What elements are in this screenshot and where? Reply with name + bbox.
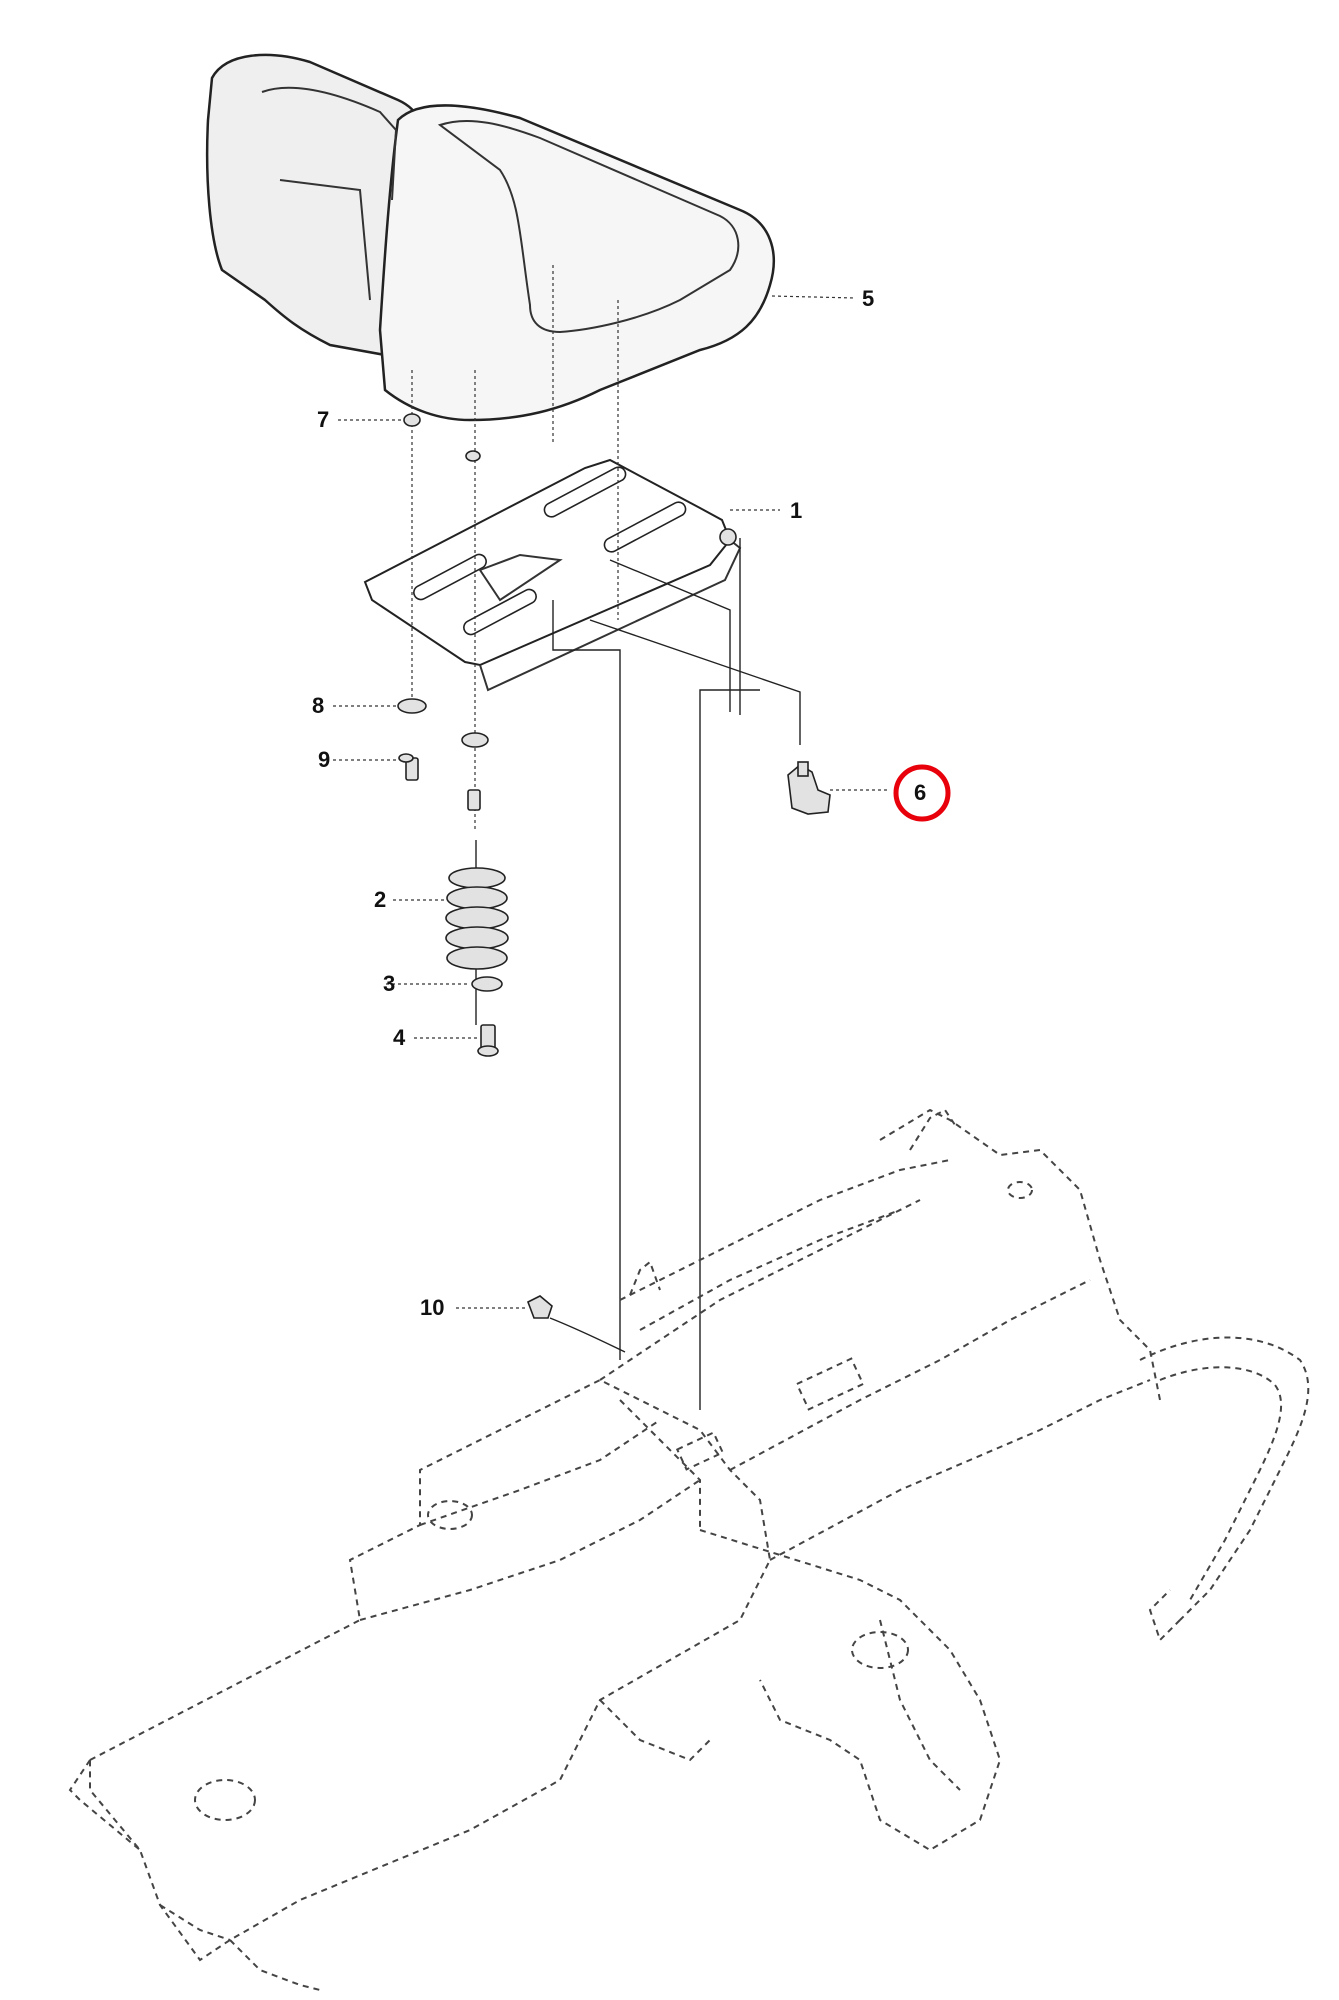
spring-washer xyxy=(471,976,503,992)
seat-plate xyxy=(363,458,742,692)
switch-connector xyxy=(526,1295,626,1353)
spring xyxy=(445,867,509,970)
callout-8: 8 xyxy=(312,693,325,718)
highlight-circle xyxy=(893,764,951,822)
tractor-frame xyxy=(68,1108,1310,1991)
assembly-leader-lines xyxy=(411,265,801,1410)
callout-6: 6 xyxy=(914,780,927,805)
callout-7: 7 xyxy=(317,407,330,432)
seat-adjust-knob xyxy=(787,761,831,815)
callout-2: 2 xyxy=(374,887,387,912)
callout-4: 4 xyxy=(393,1025,406,1050)
hardware-left xyxy=(397,413,427,781)
callout-5: 5 xyxy=(862,286,875,311)
callout-10: 10 xyxy=(420,1295,445,1320)
callout-9: 9 xyxy=(318,747,331,772)
hardware-center xyxy=(461,450,489,811)
callout-leaders xyxy=(333,295,890,1309)
seat xyxy=(205,53,775,422)
callout-3: 3 xyxy=(383,971,396,996)
spring-bolt xyxy=(477,1024,499,1057)
callout-1: 1 xyxy=(790,498,803,523)
